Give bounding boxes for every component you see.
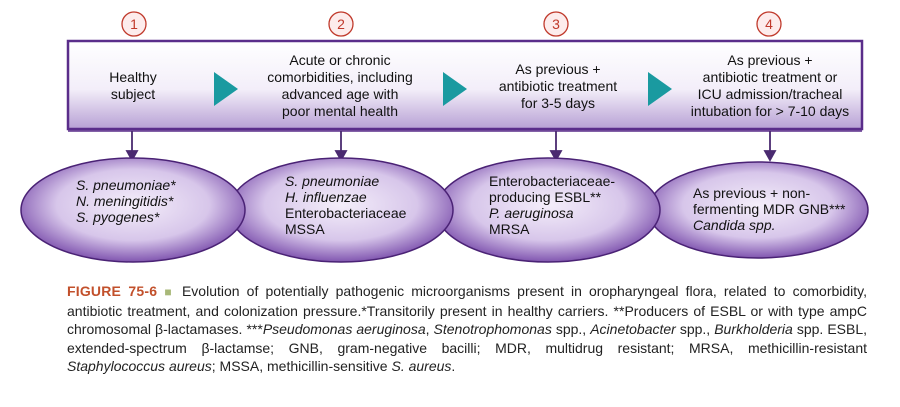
stage-arrow-2 xyxy=(443,72,467,106)
organism-line: Enterobacteriaceae- xyxy=(489,173,616,189)
step-number-2: 2 xyxy=(337,16,345,32)
organism-line: N. meningitidis* xyxy=(76,193,174,209)
stage-text-1: Healthy subject xyxy=(109,69,157,102)
organism-line: Enterobacteriaceae xyxy=(285,205,407,221)
organism-list-3: Enterobacteriaceae-producing ESBL**P. ae… xyxy=(489,173,615,237)
figure-caption: FIGURE 75-6 ■ Evolution of potentially p… xyxy=(67,282,867,376)
organism-line: producing ESBL** xyxy=(489,189,602,205)
caption-segment: ; MSSA, methicillin-sensitive xyxy=(211,358,392,374)
organism-line: Candida spp. xyxy=(693,217,776,233)
caption-body: Evolution of potentially pathogenic micr… xyxy=(67,283,867,374)
down-arrows xyxy=(125,131,777,162)
organism-list-1: S. pneumoniae*N. meningitidis*S. pyogene… xyxy=(76,177,176,225)
step-number-circles xyxy=(121,11,782,37)
caption-segment: , xyxy=(425,321,434,337)
organism-line: P. aeruginosa xyxy=(489,205,574,221)
organism-line: S. pyogenes* xyxy=(76,209,160,225)
caption-segment: spp., xyxy=(675,321,715,337)
caption-segment: Staphylococcus aureus xyxy=(67,358,212,374)
step-number-1: 1 xyxy=(130,16,138,32)
organism-list-4: As previous + non-fermenting MDR GNB***C… xyxy=(693,185,846,233)
step-number-4: 4 xyxy=(765,16,773,32)
caption-segment: Evolution of potentially pathogenic micr… xyxy=(67,283,868,337)
organism-line: As previous + non- xyxy=(693,185,811,201)
organism-line: S. pneumoniae* xyxy=(76,177,176,193)
stage-box xyxy=(66,39,864,132)
caption-segment: spp., xyxy=(551,321,591,337)
organism-line: fermenting MDR GNB*** xyxy=(693,201,846,217)
caption-segment: Burkholderia xyxy=(714,321,793,337)
organism-line: MSSA xyxy=(285,221,325,237)
stage-arrows xyxy=(214,72,672,106)
stage-text-2: Acute or chronic comorbidities, includin… xyxy=(267,52,413,119)
caption-segment: Acinetobacter xyxy=(590,321,676,337)
stage-arrow-1 xyxy=(214,72,238,106)
step-circle-2 xyxy=(328,11,354,37)
organism-line: H. influenzae xyxy=(285,189,367,205)
caption-separator-icon: ■ xyxy=(164,285,175,299)
stage-text-4: As previous + antibiotic treatment or IC… xyxy=(690,52,850,119)
step-number-3: 3 xyxy=(552,16,560,32)
caption-segment: . xyxy=(451,358,456,374)
step-circle-1 xyxy=(121,11,147,37)
organism-line: MRSA xyxy=(489,221,530,237)
step-circle-4 xyxy=(756,11,782,37)
stage-text-3: As previous + antibiotic treatment for 3… xyxy=(498,60,618,111)
caption-segment: Stenotrophomonas xyxy=(433,321,552,337)
stage-arrow-3 xyxy=(648,72,672,106)
caption-segment: Pseudomonas aeruginosa xyxy=(262,321,426,337)
organism-ellipse-1 xyxy=(20,157,246,263)
organism-ellipses xyxy=(20,157,869,263)
caption-segment: spp. ESBL, extended-spectrum β-lactamse;… xyxy=(67,321,868,356)
organism-line: S. pneumoniae xyxy=(285,173,380,189)
step-circle-3 xyxy=(543,11,569,37)
caption-label: FIGURE 75-6 xyxy=(67,283,158,299)
caption-segment: S. aureus xyxy=(391,358,452,374)
